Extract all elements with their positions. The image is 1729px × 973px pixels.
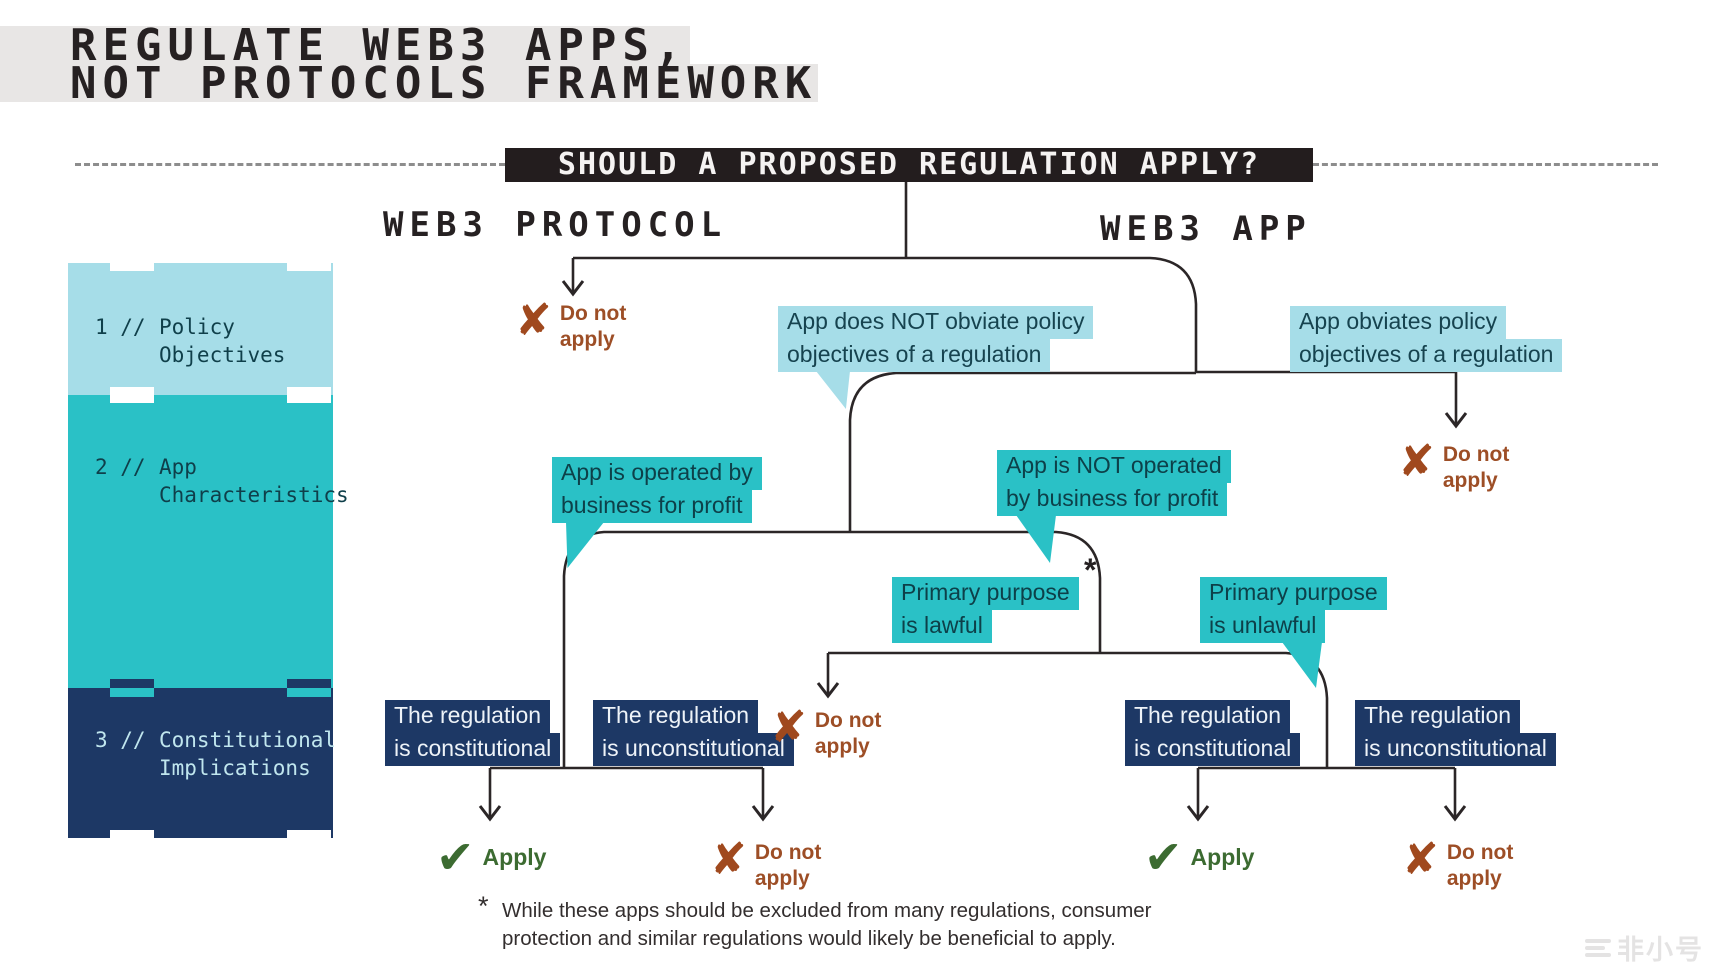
tab-mark (287, 387, 331, 403)
column-header-app: WEB3 APP (1100, 209, 1312, 249)
stage-number: 1 // (95, 315, 146, 339)
sidebar-stage-constitutional: 3 // Constitutional Implications (68, 688, 337, 838)
title-stripe-1 (0, 26, 690, 64)
stage-label-line2: Objectives (159, 343, 286, 367)
page-title-line1: REGULATE WEB3 APPS, (70, 20, 688, 71)
stage-number: 2 // (95, 455, 146, 479)
node-operated-for-profit: App is operated by business for profit (552, 457, 762, 523)
node-not-operated-for-profit: App is NOT operated by business for prof… (997, 450, 1231, 516)
page-title-line2: NOT PROTOCOLS FRAMEWORK (70, 58, 818, 109)
wire-level1-rail (573, 256, 1198, 373)
stage-label: App (159, 455, 197, 479)
outcome-do-not-apply-lawful: ✘ Do not apply (770, 702, 882, 759)
outcome-do-not-apply-right: ✘ Do not apply (1402, 834, 1514, 891)
dashed-rule-left (75, 163, 505, 166)
tab-mark (110, 255, 154, 271)
node-app-does-not-obviate: App does NOT obviate policy objectives o… (778, 306, 1094, 372)
outcome-apply-right: ✔ Apply (1144, 830, 1255, 884)
tab-mark (110, 688, 154, 697)
node-primary-purpose-unlawful: Primary purpose is unlawful (1200, 577, 1387, 643)
check-icon: ✔ (1144, 830, 1183, 884)
tab-mark (287, 255, 331, 271)
sidebar-stage-policy: 1 // Policy Objectives (68, 263, 333, 395)
x-icon: ✘ (1398, 436, 1435, 487)
node-unconstitutional-right: The regulation is unconstitutional (1355, 700, 1556, 766)
outcome-apply-left: ✔ Apply (436, 830, 547, 884)
node-primary-purpose-lawful: Primary purpose is lawful (892, 577, 1079, 643)
watermark-text: 非小号 (1617, 935, 1704, 965)
stage-label-line2: Characteristics (159, 483, 349, 507)
watermark: 非小号 (1585, 928, 1704, 967)
node-app-obviates: App obviates policy objectives of a regu… (1290, 306, 1563, 372)
tab-mark (287, 679, 331, 688)
footnote-text: While these apps should be excluded from… (502, 899, 1152, 950)
check-icon: ✔ (436, 830, 475, 884)
tab-mark (287, 830, 331, 846)
dashed-rule-right (1313, 163, 1658, 166)
outcome-do-not-apply-protocol: ✘ Do not apply (515, 295, 627, 352)
node-constitutional-left: The regulation is constitutional (385, 700, 561, 766)
node-unconstitutional-left: The regulation is unconstitutional (593, 700, 794, 766)
tab-mark (110, 679, 154, 688)
x-icon: ✘ (710, 834, 747, 885)
question-banner: SHOULD A PROPOSED REGULATION APPLY? (505, 148, 1313, 182)
sidebar-stage-app-characteristics: 2 // App Characteristics (68, 395, 349, 688)
asterisk-marker: * (1084, 552, 1097, 588)
stage-label: Constitutional (159, 728, 337, 752)
node-constitutional-right: The regulation is constitutional (1125, 700, 1301, 766)
stage-label: Policy (159, 315, 235, 339)
outcome-do-not-apply-obviates: ✘ Do not apply (1398, 436, 1510, 493)
tab-mark (287, 688, 331, 697)
x-icon: ✘ (515, 295, 552, 346)
x-icon: ✘ (770, 702, 807, 753)
title-stripe-2 (0, 64, 818, 102)
wire-not-for-profit-drop (850, 530, 1102, 654)
stage-number: 3 // (95, 728, 146, 752)
tab-mark (110, 387, 154, 403)
footnote-asterisk: * (478, 891, 489, 921)
watermark-logo-icon (1585, 936, 1611, 960)
x-icon: ✘ (1402, 834, 1439, 885)
outcome-do-not-apply-left: ✘ Do not apply (710, 834, 822, 891)
wire-not-obviate-drop (848, 371, 1196, 533)
stage-label-line2: Implications (159, 756, 311, 780)
column-header-protocol: WEB3 PROTOCOL (383, 205, 728, 245)
tab-mark (110, 830, 154, 846)
